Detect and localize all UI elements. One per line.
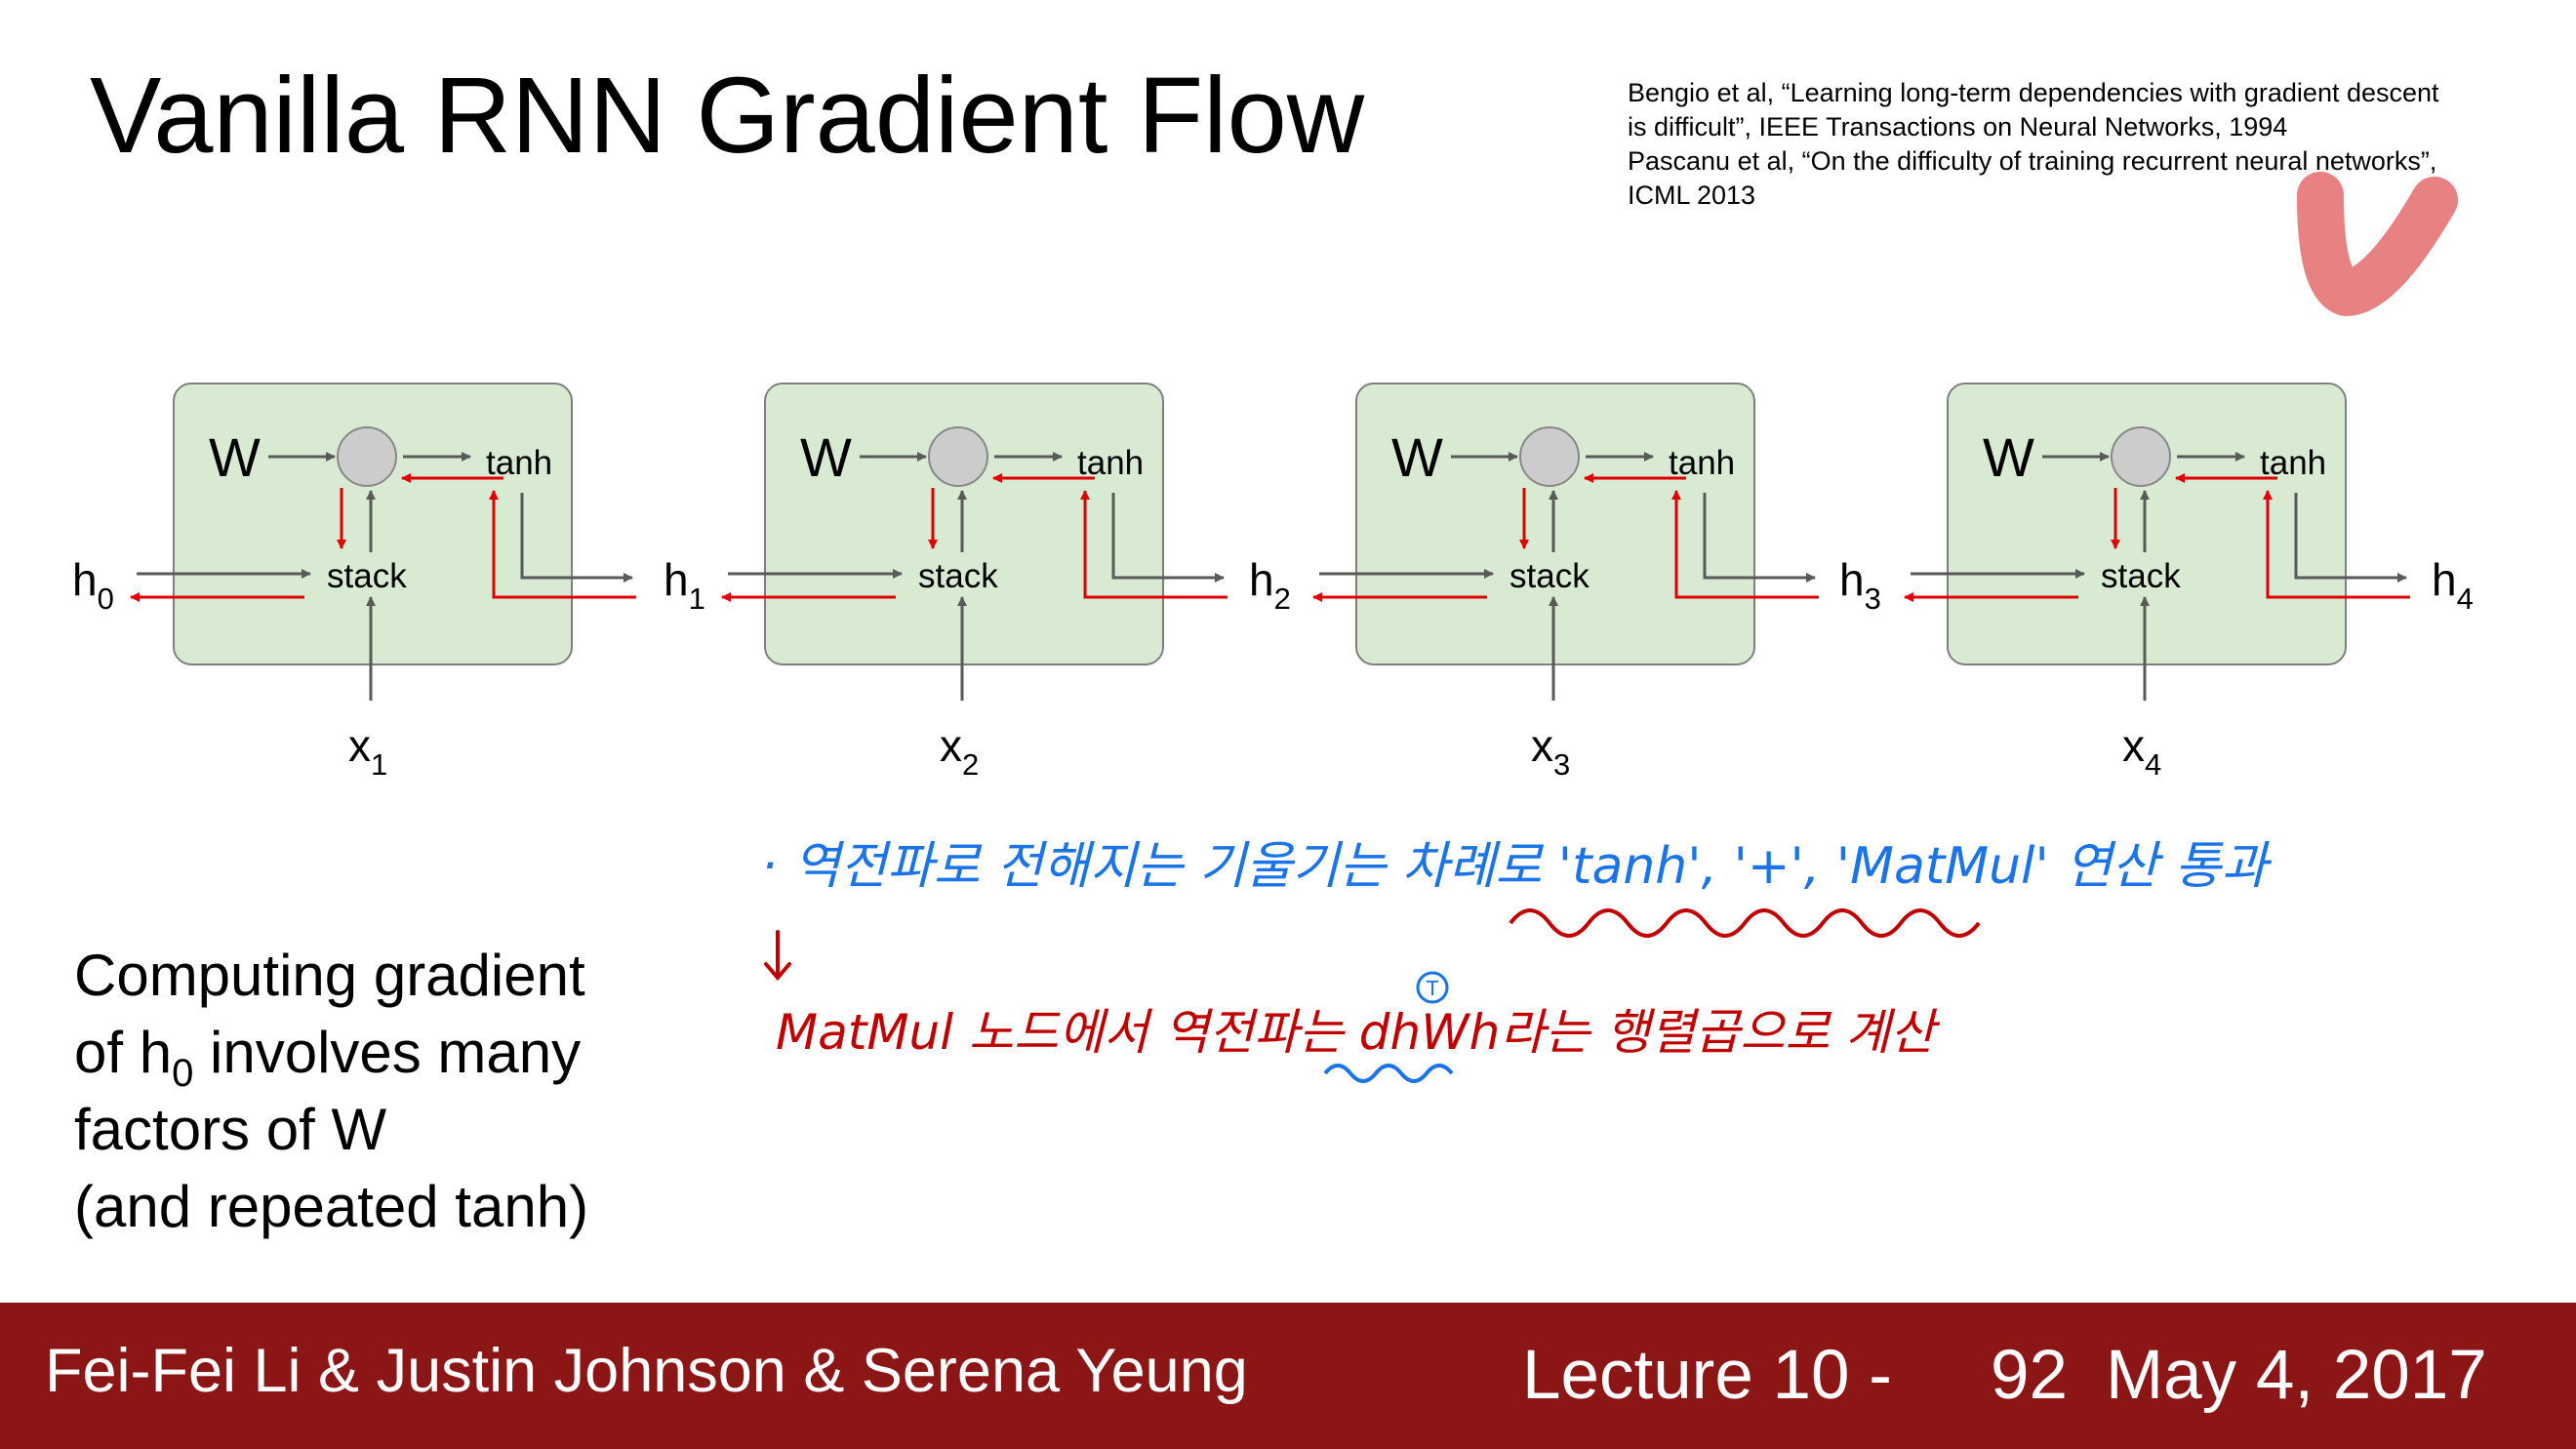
stack-label: stack (918, 557, 998, 595)
input-label: x4 (2122, 720, 2161, 782)
handwritten-red-note: MatMul 노드에서 역전파는 dhWh라는 행렬곱으로 계산 (776, 1004, 1941, 1061)
weight-label: W (800, 426, 852, 488)
input-label-text: x (2122, 720, 2145, 771)
input-label: x1 (348, 720, 387, 782)
cell-box (1947, 382, 2347, 665)
stack-label: stack (2101, 557, 2181, 595)
input-label-text: x (940, 720, 962, 771)
input-label-subscript: 3 (1553, 747, 1570, 782)
stack-label: stack (1509, 557, 1590, 595)
input-label-text: x (1531, 720, 1553, 771)
footer-page-number: 92 (1991, 1337, 2068, 1414)
hidden-state-label: h1 (664, 554, 705, 616)
tanh-label: tanh (1077, 444, 1144, 482)
hidden-state-label-text: h (72, 554, 98, 605)
matmul-node (928, 426, 988, 487)
input-label-subscript: 1 (371, 747, 387, 782)
footer-bar: Fei-Fei Li & Justin Johnson & Serena Yeu… (0, 1303, 2576, 1449)
footer-date: May 4, 2017 (2106, 1337, 2487, 1414)
backward-arrow (489, 490, 636, 599)
input-label-text: x (348, 720, 371, 771)
caption-line: Computing gradient (74, 943, 585, 1008)
reference-line: Pascanu et al, “On the difficulty of tra… (1628, 146, 2437, 176)
handwritten-blue-note: · 역전파로 전해지는 기울기는 차례로 'tanh', '+', 'MatMu… (761, 837, 2272, 896)
caption-text: of h (74, 1020, 173, 1085)
tanh-label: tanh (1669, 444, 1735, 482)
hidden-state-label-text: h (664, 554, 689, 605)
forward-arrow (2294, 493, 2407, 583)
matmul-node (1519, 426, 1580, 487)
input-label-subscript: 2 (962, 747, 979, 782)
hidden-state-label: h3 (1839, 554, 1881, 616)
reference-line: ICML 2013 (1628, 181, 1756, 210)
hidden-state-label-subscript: 1 (689, 582, 705, 616)
hidden-state-label-text: h (2432, 554, 2457, 605)
cell-box (764, 382, 1164, 665)
forward-arrow (520, 493, 633, 583)
hidden-state-label-subscript: 2 (1274, 582, 1291, 616)
hidden-state-label-subscript: 0 (98, 582, 114, 616)
tanh-label: tanh (486, 444, 552, 482)
caption: Computing gradient of h0 involves many f… (74, 937, 588, 1245)
cell-box (1355, 382, 1755, 665)
caption-text: involves many (193, 1020, 582, 1085)
hidden-state-label: h4 (2432, 554, 2474, 616)
matmul-node (337, 426, 397, 487)
weight-label: W (1391, 426, 1443, 488)
footer-authors: Fei-Fei Li & Justin Johnson & Serena Yeu… (45, 1337, 1248, 1405)
hidden-state-label-subscript: 3 (1865, 582, 1881, 616)
references: Bengio et al, “Learning long-term depend… (1628, 76, 2535, 213)
caption-line: factors of W (74, 1097, 387, 1162)
footer-lecture: Lecture 10 - (1522, 1337, 1892, 1414)
input-label: x3 (1531, 720, 1570, 782)
input-label: x2 (940, 720, 979, 782)
tanh-label: tanh (2260, 444, 2326, 482)
blue-squiggle-under-term (1323, 1064, 1454, 1083)
forward-arrow (1111, 493, 1225, 583)
backward-arrow (1671, 490, 1819, 599)
cell-box (173, 382, 573, 665)
caption-line: (and repeated tanh) (74, 1174, 589, 1239)
input-label-subscript: 4 (2145, 747, 2161, 782)
forward-arrow (1703, 493, 1816, 583)
hidden-state-label-text: h (1249, 554, 1274, 605)
circled-mark-icon (1416, 971, 1449, 1004)
hidden-state-label: h0 (72, 554, 114, 616)
blue-squiggle-underline (1509, 908, 1981, 938)
backward-arrow (1080, 490, 1228, 599)
reference-line: is difficult”, IEEE Transactions on Neur… (1628, 112, 2288, 141)
hidden-state-label: h2 (1249, 554, 1291, 616)
red-down-arrow-icon (764, 930, 791, 982)
matmul-node (2111, 426, 2171, 487)
hidden-state-label-text: h (1839, 554, 1865, 605)
caption-line: of h0 involves many (74, 1014, 588, 1093)
caption-subscript: 0 (172, 1052, 194, 1095)
reference-line: Bengio et al, “Learning long-term depend… (1628, 78, 2439, 107)
stack-label: stack (327, 557, 407, 595)
hidden-state-label-subscript: 4 (2457, 582, 2474, 616)
circled-mark-text: T (1426, 977, 1439, 1000)
weight-label: W (209, 426, 261, 488)
weight-label: W (1983, 426, 2034, 488)
checkmark-icon (2297, 172, 2458, 316)
slide-title: Vanilla RNN Gradient Flow (90, 56, 1365, 176)
backward-arrow (2263, 490, 2410, 599)
